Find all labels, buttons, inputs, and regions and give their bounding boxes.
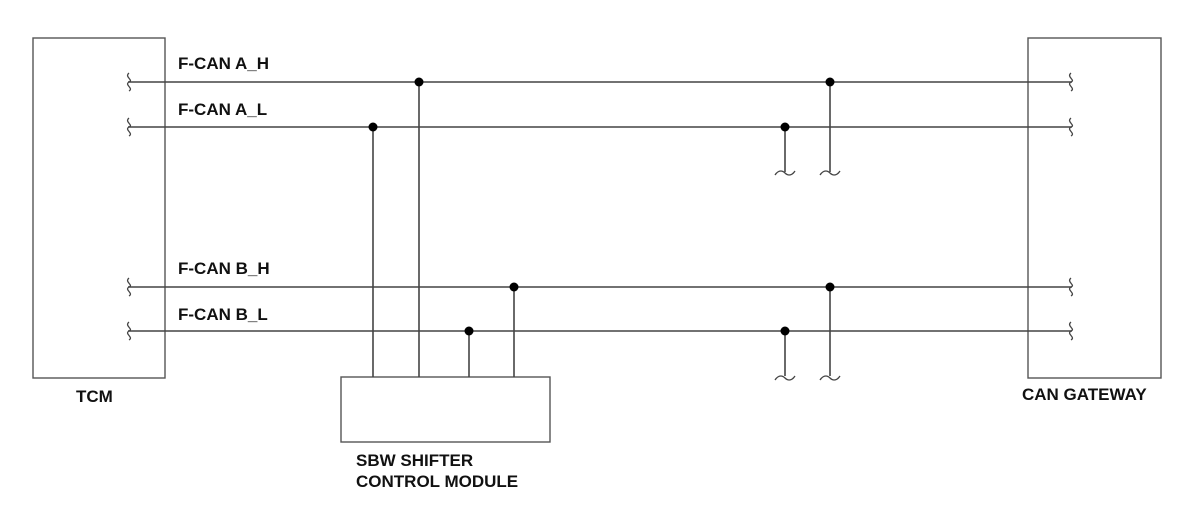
f-can-a-h-label: F-CAN A_H bbox=[178, 54, 269, 73]
sbw-module-label-line1: SBW SHIFTER bbox=[356, 451, 473, 470]
junction-dot bbox=[825, 77, 835, 87]
junction-dot bbox=[368, 122, 378, 132]
sbw-module-label-line2: CONTROL MODULE bbox=[356, 472, 518, 491]
wire-end-break-icon bbox=[774, 170, 841, 381]
f-can-b-l-label: F-CAN B_L bbox=[178, 305, 268, 324]
junction-dot bbox=[414, 77, 424, 87]
tcm-module-box bbox=[32, 37, 166, 379]
sbw-shifter-module-box bbox=[340, 376, 551, 443]
can-gateway-label: CAN GATEWAY bbox=[1022, 385, 1147, 404]
junction-dot bbox=[464, 326, 474, 336]
f-can-a-l-label: F-CAN A_L bbox=[178, 100, 267, 119]
junction-dot bbox=[509, 282, 519, 292]
tcm-label: TCM bbox=[76, 387, 113, 406]
junction-dot bbox=[780, 326, 790, 336]
connector-break-icon bbox=[126, 72, 1074, 341]
junction-dot bbox=[780, 122, 790, 132]
junction-dot bbox=[825, 282, 835, 292]
can-gateway-module-box bbox=[1027, 37, 1162, 379]
f-can-b-h-label: F-CAN B_H bbox=[178, 259, 270, 278]
